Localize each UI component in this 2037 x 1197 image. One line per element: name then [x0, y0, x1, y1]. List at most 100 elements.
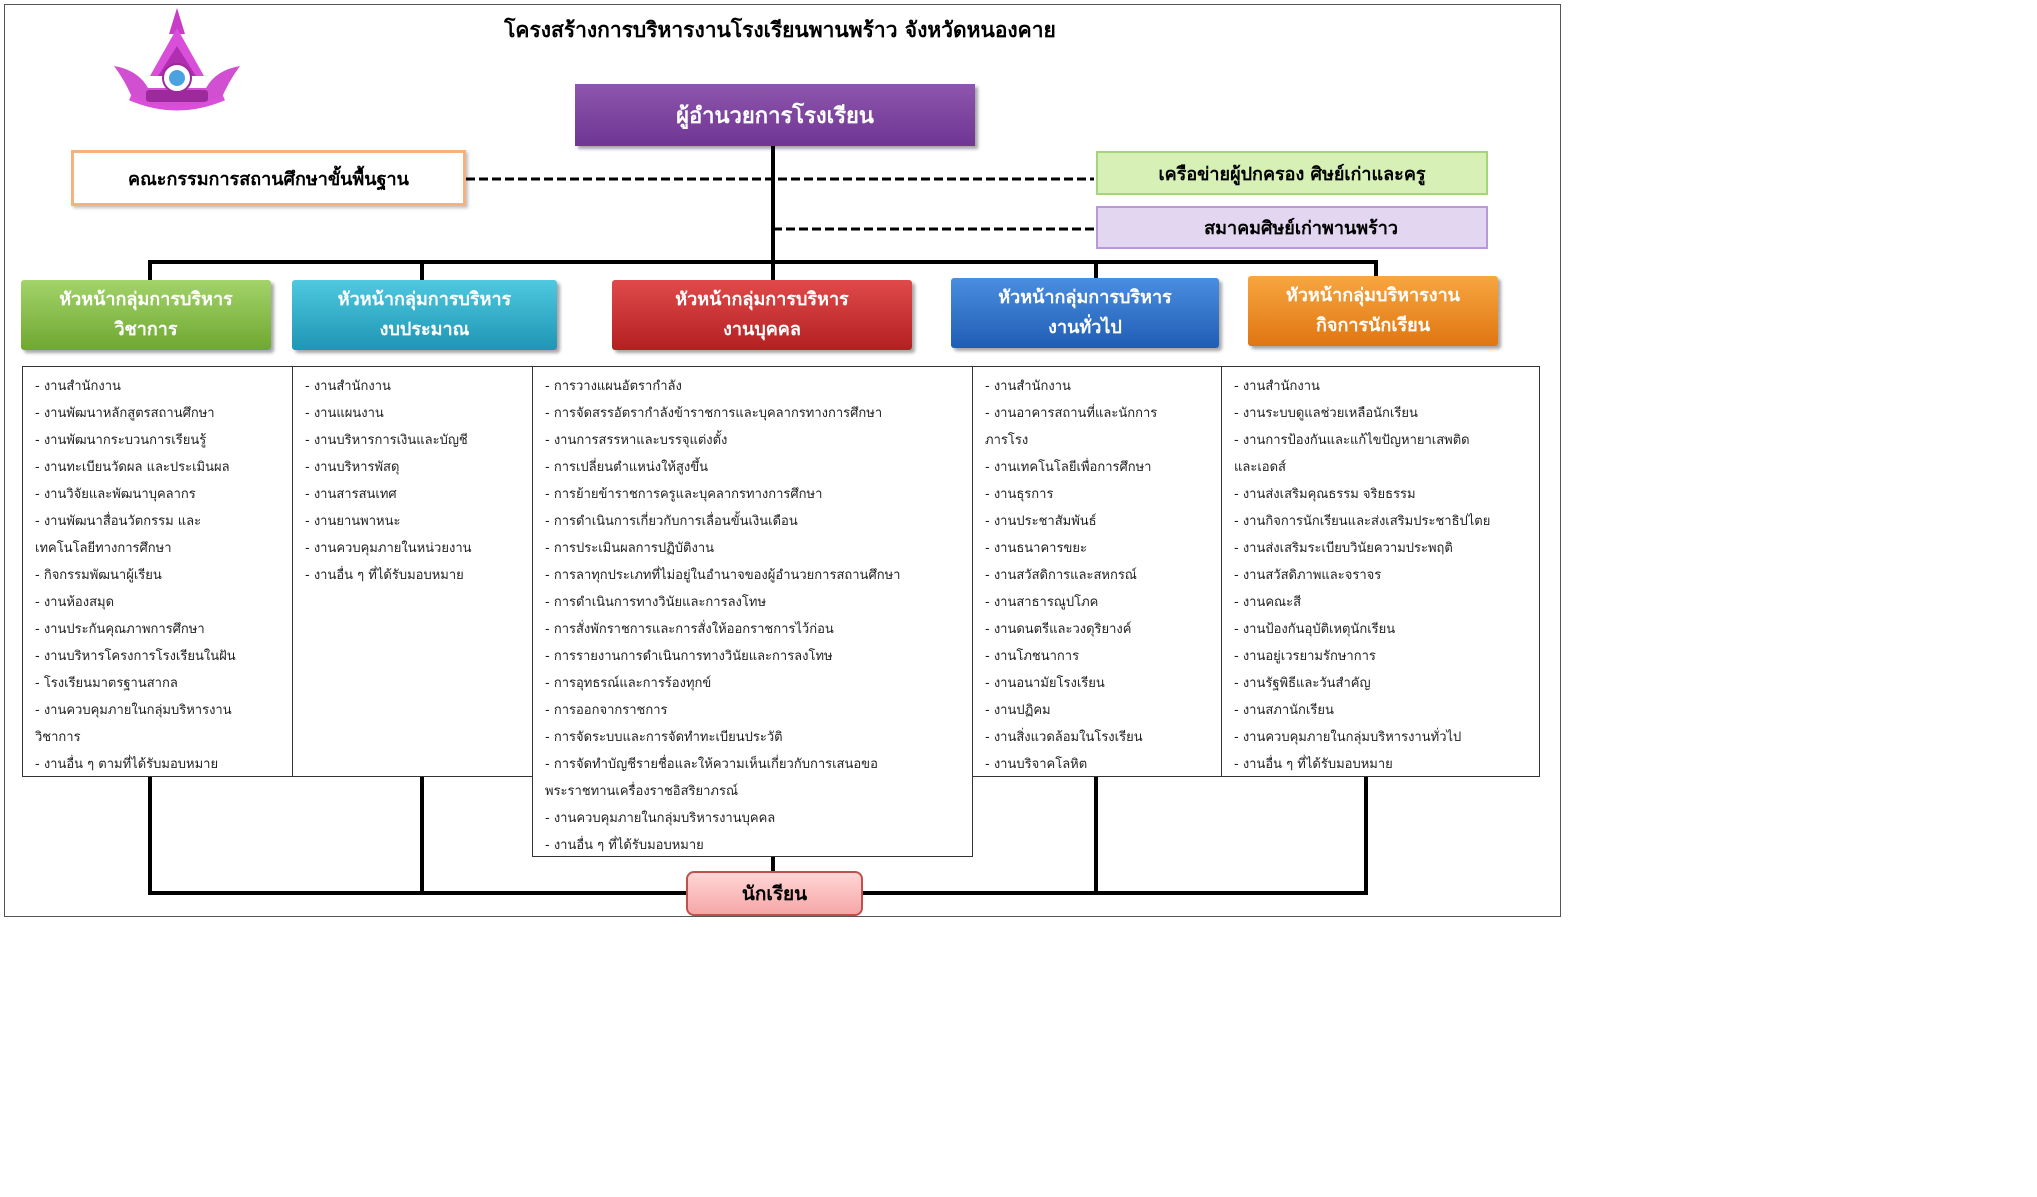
task-item: - งานส่งเสริมระเบียบวินัยความประพฤติ: [1234, 541, 1453, 556]
page-frame: [4, 4, 1561, 917]
task-item: - งานธุรการ: [985, 487, 1054, 502]
task-item: - งานพัฒนาสื่อนวัตกรรม และ: [35, 514, 202, 529]
task-item: - งานพัฒนากระบวนการเรียนรู้: [35, 433, 207, 448]
head-student-affairs-line1: หัวหน้ากลุ่มบริหารงาน: [1286, 285, 1460, 306]
task-item: - การอุทธรณ์และการร้องทุกข์: [545, 676, 712, 691]
task-item: - งานสำนักงาน: [35, 379, 121, 394]
network-box: เครือข่ายผู้ปกครอง ศิษย์เก่าและครู: [1096, 151, 1488, 195]
task-item: - งานสาธารณูปโภค: [985, 595, 1099, 610]
task-item: - งานแผนงาน: [305, 406, 384, 421]
head-academic: หัวหน้ากลุ่มการบริหาร วิชาการ: [21, 280, 271, 350]
academic-task-list: - งานสำนักงาน - งานพัฒนาหลักสูตรสถานศึกษา…: [22, 366, 293, 777]
task-item: - งานเทคโนโลยีเพื่อการศึกษา: [985, 460, 1152, 475]
task-item: - การสั่งพักราชการและการสั่งให้ออกราชการ…: [545, 622, 834, 637]
task-item: - การเปลี่ยนตำแหน่งให้สูงขึ้น: [545, 460, 709, 475]
task-item: - งานประชาสัมพันธ์: [985, 514, 1097, 529]
task-item: - งานรัฐพิธีและวันสำคัญ: [1234, 676, 1371, 691]
task-item: - งานสภานักเรียน: [1234, 703, 1334, 718]
head-general: หัวหน้ากลุ่มการบริหาร งานทั่วไป: [951, 278, 1219, 348]
head-academic-line1: หัวหน้ากลุ่มการบริหาร: [59, 289, 233, 310]
task-item: - งานสำนักงาน: [985, 379, 1071, 394]
students-box: นักเรียน: [686, 871, 863, 916]
task-item: - งานสวัสดิภาพและจราจร: [1234, 568, 1382, 583]
head-general-line1: หัวหน้ากลุ่มการบริหาร: [998, 287, 1172, 308]
task-item: - งานระบบดูแลช่วยเหลือนักเรียน: [1234, 406, 1418, 421]
org-chart-connectors: [148, 146, 1378, 895]
task-item: - งานอื่น ๆ ที่ได้รับมอบหมาย: [305, 568, 464, 583]
head-budget: หัวหน้ากลุ่มการบริหาร งบประมาณ: [292, 280, 557, 350]
task-item: - การย้ายข้าราชการครูและบุคลากรทางการศึก…: [545, 487, 823, 502]
task-item: - งานดนตรีและวงดุริยางค์: [985, 622, 1132, 637]
task-item: - การประเมินผลการปฏิบัติงาน: [545, 541, 715, 556]
head-student-affairs-line2: กิจการนักเรียน: [1316, 315, 1430, 336]
task-item: - งานสิ่งแวดล้อมในโรงเรียน: [985, 730, 1143, 745]
task-item: - งานวิจัยและพัฒนาบุคลากร: [35, 487, 196, 502]
task-item: - งานคณะสี: [1234, 595, 1302, 610]
task-item: - การดำเนินการเกี่ยวกับการเลื่อนขั้นเงิน…: [545, 514, 798, 529]
task-item: - งานประกันคุณภาพการศึกษา: [35, 622, 205, 637]
task-item: - งานควบคุมภายในกลุ่มบริหารงานทั่วไป: [1234, 730, 1462, 745]
task-item: - การวางแผนอัตรากำลัง: [545, 379, 682, 394]
task-item: - งานควบคุมภายในกลุ่มบริหารงานบุคคล: [545, 811, 776, 826]
task-item: - โรงเรียนมาตรฐานสากล: [35, 676, 178, 691]
task-item: - งานอยู่เวรยามรักษาการ: [1234, 649, 1376, 664]
chart-title: โครงสร้างการบริหารงานโรงเรียนพานพร้าว จั…: [504, 18, 1056, 42]
task-item: - การจัดระบบและการจัดทำทะเบียนประวัติ: [545, 730, 783, 745]
task-item: - การออกจากราชการ: [545, 703, 668, 718]
task-item: - การจัดสรรอัตรากำลังข้าราชการและบุคลากร…: [545, 406, 883, 421]
task-item: - งานปฏิคม: [985, 703, 1051, 718]
task-item: - งานอื่น ๆ ตามที่ได้รับมอบหมาย: [35, 757, 219, 772]
task-item: - งานสวัสดิการและสหกรณ์: [985, 568, 1137, 583]
task-item: - งานส่งเสริมคุณธรรม จริยธรรม: [1234, 487, 1416, 502]
task-item: - งานยานพาหนะ: [305, 514, 401, 529]
school-emblem-icon: [114, 8, 240, 111]
task-item: - งานบริหารการเงินและบัญชี: [305, 433, 468, 448]
task-item: - งานบริหารโครงการโรงเรียนในฝัน: [35, 649, 236, 664]
task-item: - งานบริจาคโลหิต: [985, 757, 1088, 772]
task-item: - งานกิจการนักเรียนและส่งเสริมประชาธิปไต…: [1234, 514, 1491, 529]
task-item: - งานอนามัยโรงเรียน: [985, 676, 1105, 691]
task-item: - งานสำนักงาน: [1234, 379, 1320, 394]
task-item: - งานสารสนเทศ: [305, 487, 397, 502]
task-item: - งานอื่น ๆ ที่ได้รับมอบหมาย: [545, 838, 704, 853]
task-item: - งานธนาคารขยะ: [985, 541, 1087, 556]
head-personnel-line2: งานบุคคล: [723, 319, 801, 340]
task-item: พระราชทานเครื่องราชอิสริยาภรณ์: [545, 784, 739, 799]
head-student-affairs: หัวหน้ากลุ่มบริหารงาน กิจการนักเรียน: [1248, 276, 1498, 346]
head-personnel-line1: หัวหน้ากลุ่มการบริหาร: [675, 289, 849, 310]
task-item: - งานทะเบียนวัดผล และประเมินผล: [35, 460, 230, 475]
task-item: - การดำเนินการทางวินัยและการลงโทษ: [545, 595, 767, 610]
student-affairs-task-list: - งานสำนักงาน - งานระบบดูแลช่วยเหลือนักเร…: [1221, 366, 1540, 777]
task-item: - งานห้องสมุด: [35, 595, 115, 610]
task-item: - งานอาคารสถานที่และนักการ: [985, 406, 1158, 421]
head-general-line2: งานทั่วไป: [1048, 317, 1122, 338]
task-item: - กิจกรรมพัฒนาผู้เรียน: [35, 568, 162, 583]
director-box: ผู้อำนวยการโรงเรียน: [575, 84, 975, 146]
head-personnel: หัวหน้ากลุ่มการบริหาร งานบุคคล: [612, 280, 912, 350]
head-budget-line1: หัวหน้ากลุ่มการบริหาร: [337, 289, 512, 310]
general-task-list: - งานสำนักงาน - งานอาคารสถานที่และนักการภ…: [972, 366, 1222, 777]
head-academic-line2: วิชาการ: [114, 319, 178, 340]
task-item: - งานโภชนาการ: [985, 649, 1080, 664]
task-item: ภารโรง: [985, 433, 1029, 448]
alumni-box: สมาคมศิษย์เก่าพานพร้าว: [1096, 206, 1488, 249]
task-item: วิชาการ: [35, 730, 81, 745]
budget-task-list: - งานสำนักงาน - งานแผนงาน - งานบริหารการเง…: [292, 366, 533, 777]
task-item: - งานสำนักงาน: [305, 379, 391, 394]
task-item: - งานควบคุมภายในกลุ่มบริหารงาน: [35, 703, 232, 718]
task-item: - งานป้องกันอุบัติเหตุนักเรียน: [1234, 622, 1396, 637]
task-item: - งานการป้องกันและแก้ไขปัญหายาเสพติด: [1234, 433, 1470, 448]
head-budget-line2: งบประมาณ: [379, 319, 470, 340]
committee-box: คณะกรรมการสถานศึกษาขั้นพื้นฐาน: [71, 150, 466, 206]
task-item: - การลาทุกประเภทที่ไม่อยู่ในอำนาจของผู้อ…: [545, 568, 901, 583]
task-item: - งานอื่น ๆ ที่ได้รับมอบหมาย: [1234, 757, 1393, 772]
task-item: และเอดส์: [1234, 460, 1286, 475]
task-item: - งานพัฒนาหลักสูตรสถานศึกษา: [35, 406, 215, 421]
task-item: - การรายงานการดำเนินการทางวินัยและการลงโ…: [545, 649, 833, 664]
task-item: - งานบริหารพัสดุ: [305, 460, 400, 475]
task-item: - การจัดทำบัญชีรายชื่อและให้ความเห็นเกี่…: [545, 757, 878, 772]
personnel-task-list: - การวางแผนอัตรากำลัง - การจัดสรรอัตรากำล…: [532, 366, 973, 857]
task-item: - งานควบคุมภายในหน่วยงาน: [305, 541, 472, 556]
task-item: เทคโนโลยีทางการศึกษา: [35, 541, 172, 556]
task-item: - งานการสรรหาและบรรจุแต่งตั้ง: [545, 433, 728, 448]
